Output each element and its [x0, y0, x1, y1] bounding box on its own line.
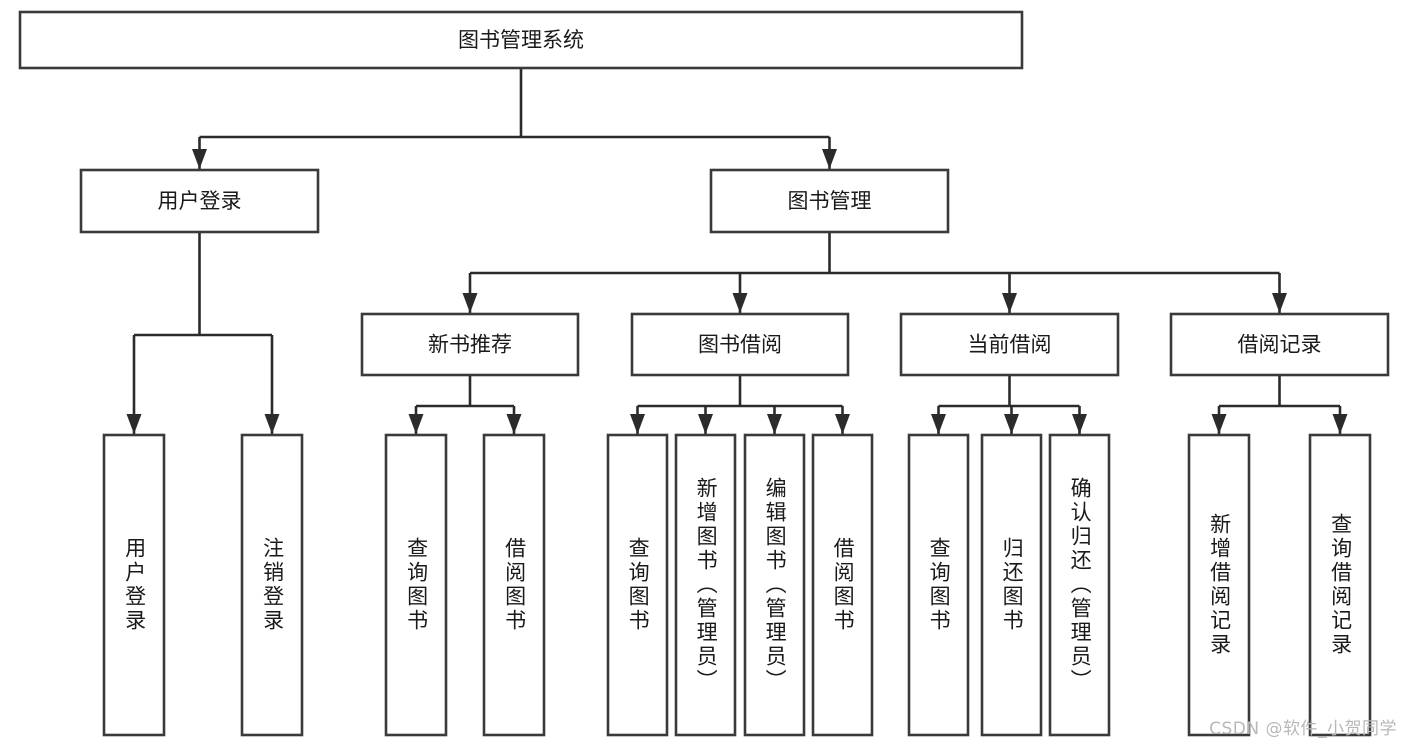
node-level2-0[interactable] [79, 168, 320, 234]
node-level3-3[interactable] [1169, 312, 1390, 377]
node-level3-2-label: 当前借阅 [968, 333, 1052, 357]
leaf-node-6[interactable] [743, 433, 806, 737]
box-layer [18, 10, 1390, 737]
leaf-node-10[interactable] [1048, 433, 1111, 737]
node-level2-0-label: 用户登录 [158, 189, 242, 213]
leaf-node-3[interactable] [482, 433, 546, 737]
connector-layer [126, 68, 1348, 434]
leaf-node-12[interactable] [1308, 433, 1372, 737]
node-root-label: 图书管理系统 [458, 28, 584, 52]
node-level3-2[interactable] [899, 312, 1120, 377]
node-level3-1-label: 图书借阅 [698, 333, 782, 357]
node-level3-0[interactable] [360, 312, 580, 377]
leaf-node-0[interactable] [102, 433, 166, 737]
node-level3-0-label: 新书推荐 [428, 333, 512, 357]
leaf-node-1[interactable] [240, 433, 304, 737]
node-root[interactable] [18, 10, 1024, 70]
leaf-node-9[interactable] [980, 433, 1043, 737]
node-level3-1[interactable] [630, 312, 850, 377]
leaf-node-2[interactable] [384, 433, 448, 737]
node-level3-3-label: 借阅记录 [1238, 333, 1322, 357]
node-level2-1[interactable] [709, 168, 950, 234]
leaf-node-11[interactable] [1187, 433, 1251, 737]
leaf-node-5[interactable] [674, 433, 737, 737]
watermark: CSDN @软件_小贺同学 [1209, 719, 1397, 739]
node-level2-1-label: 图书管理 [788, 189, 872, 213]
leaf-node-7[interactable] [811, 433, 874, 737]
leaf-node-8[interactable] [907, 433, 970, 737]
leaf-node-4[interactable] [606, 433, 669, 737]
